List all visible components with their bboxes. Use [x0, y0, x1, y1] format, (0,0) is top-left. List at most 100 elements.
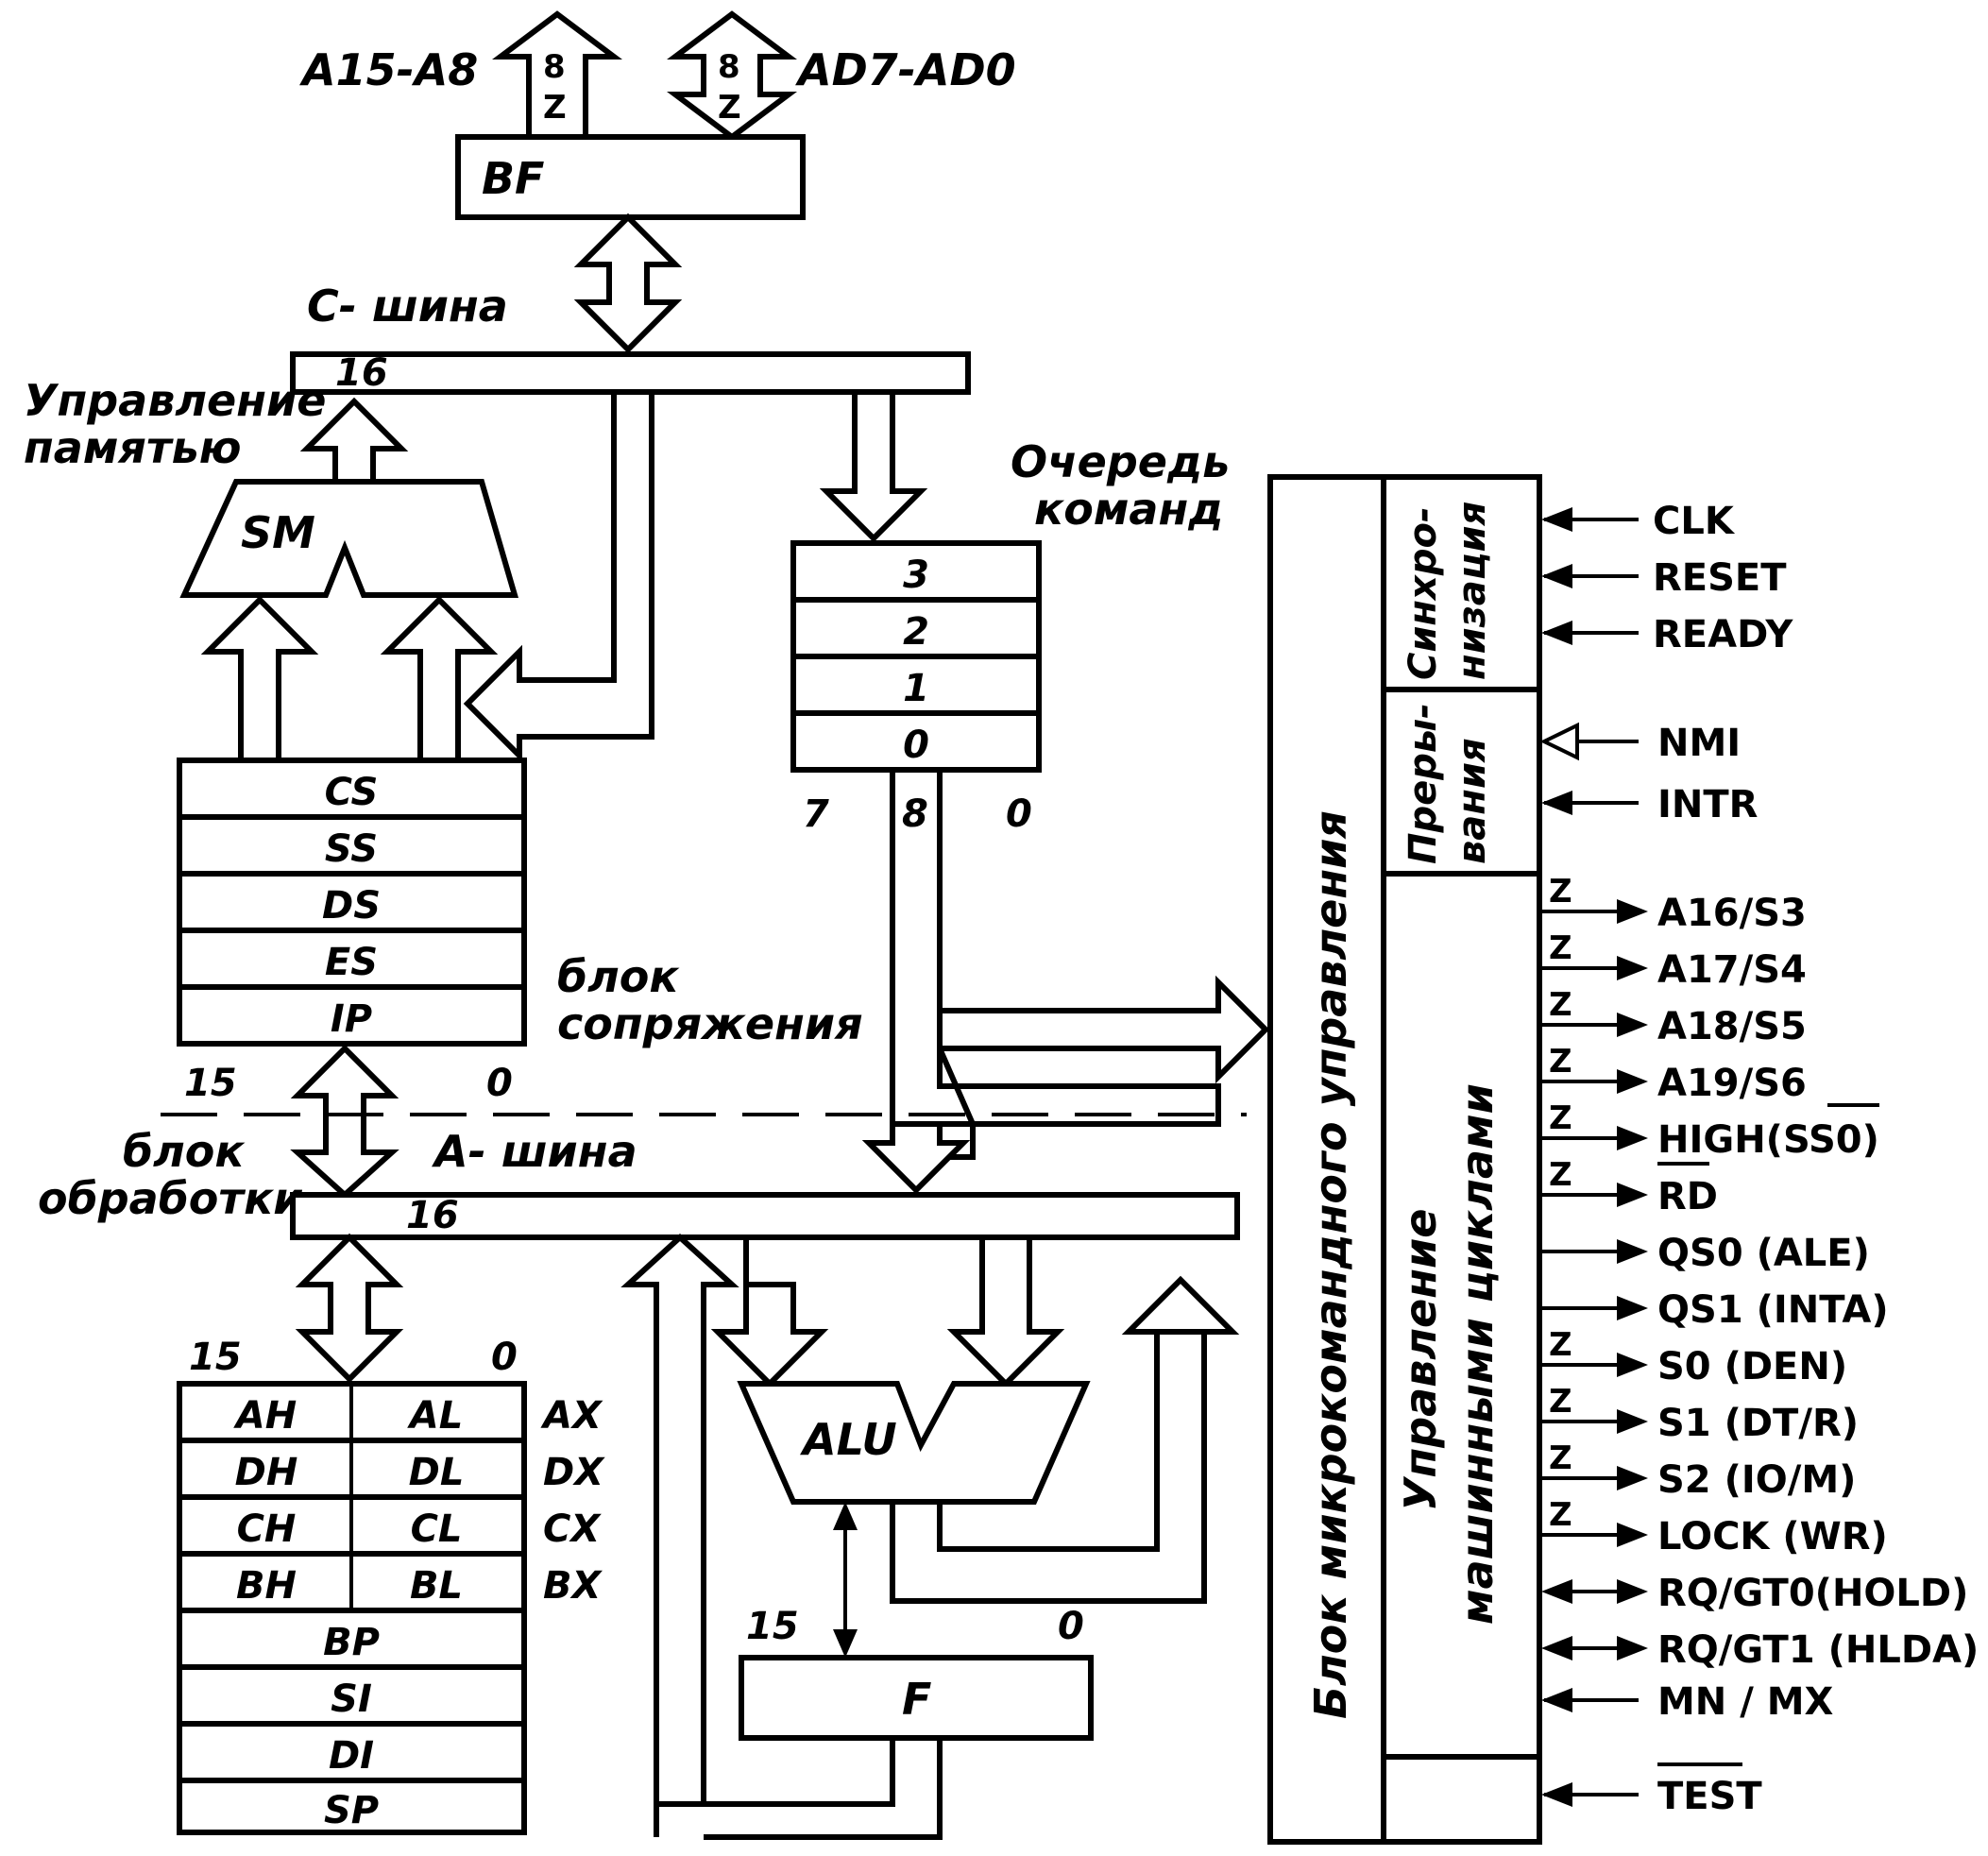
sig-nmi: NMI [1657, 722, 1741, 765]
reg-di: DI [329, 1734, 374, 1778]
reg-cs: CS [325, 771, 379, 814]
memory-control-line2: памятью [24, 422, 241, 473]
queue-to-control-arrow-2 [937, 1047, 1221, 1160]
reg-bl: BL [410, 1564, 463, 1608]
reg-dx: DX [543, 1451, 605, 1494]
reg-cl: CL [411, 1507, 463, 1551]
sync-line2: низация [1451, 502, 1494, 680]
bf-cbus-arrow [573, 213, 683, 354]
flags-register [739, 1655, 1094, 1741]
queue-line1: Очередь [1011, 436, 1230, 487]
gpr-bit-high: 15 [189, 1336, 242, 1379]
sig-a18: A18/S5 [1657, 1005, 1807, 1048]
execution-unit-line2: обработки [38, 1173, 304, 1224]
addr-low-label: AD7-AD0 [795, 44, 1016, 95]
alu-label: ALU [800, 1414, 897, 1465]
z-a17: Z [1549, 929, 1572, 967]
cbus-to-sm-arrow [463, 389, 654, 763]
input-signals: CLK RESET READY NMI INTR MN / MX TEST [1539, 500, 1834, 1818]
output-signals: Z A16/S3 Z A17/S4 Z A18/S5 Z A19/S6 Z HI… [1541, 873, 1889, 1558]
sig-reset: RESET [1653, 556, 1787, 600]
irq-line1: Преры- [1402, 703, 1445, 864]
seg-to-sm-right-arrow [380, 595, 499, 763]
interface-unit-line2: сопряжения [557, 998, 863, 1049]
bidirectional-signals: RQ/GT0(HOLD) RQ/GT1 (HLDA) [1541, 1572, 1979, 1672]
sig-test: TEST [1657, 1775, 1762, 1818]
queue-line2: команд [1034, 484, 1223, 535]
sig-rd: RD [1657, 1175, 1718, 1218]
sig-qs0: QS0 (ALE) [1657, 1232, 1870, 1275]
gpr-bit-low: 0 [491, 1336, 518, 1379]
cycles-line1: Управление [1395, 1209, 1446, 1511]
reg-al: AL [407, 1394, 463, 1438]
a-bus-width: 16 [406, 1194, 459, 1237]
irq-line2: вания [1451, 738, 1494, 864]
sig-intr: INTR [1657, 783, 1758, 826]
reg-ds: DS [322, 884, 381, 928]
cbus-to-queue-arrow [819, 389, 928, 543]
flags-loop-line-1 [704, 1738, 895, 1807]
control-unit-main-label: Блок микрокомандного управления [1305, 810, 1356, 1719]
alu-to-abus-arrow [1121, 1275, 1240, 1335]
sig-s2: S2 (IO/M) [1657, 1458, 1856, 1502]
seg-abus-arrow [290, 1044, 399, 1200]
addr-low-z: Z [718, 89, 741, 127]
flags-label: F [902, 1674, 931, 1725]
addr-high-label: A15-A8 [299, 44, 478, 95]
reg-bx: BX [543, 1564, 603, 1608]
reg-ah: AH [233, 1394, 297, 1438]
cycles-line2: машинными циклами [1452, 1083, 1503, 1625]
loop-to-abus-arrow [620, 1233, 739, 1837]
sm-to-cbus-arrow [299, 397, 409, 485]
a-bus [290, 1192, 1240, 1240]
a-bus-label: A- шина [432, 1126, 637, 1177]
control-unit-box [1267, 474, 1542, 1845]
reg-ip: IP [331, 997, 372, 1041]
z-s1: Z [1549, 1383, 1572, 1421]
sig-a19: A19/S6 [1657, 1062, 1807, 1105]
z-high: Z [1549, 1099, 1572, 1137]
addr-low-width: 8 [718, 48, 740, 86]
memory-control-line1: Управление [24, 375, 326, 426]
z-lock: Z [1549, 1496, 1572, 1534]
reg-sp: SP [324, 1789, 379, 1832]
z-a19: Z [1549, 1043, 1572, 1081]
queue-bit-low: 0 [1006, 792, 1032, 836]
alu-result-line-2 [890, 1332, 1207, 1604]
sig-clk: CLK [1653, 500, 1736, 543]
queue-slot-3: 3 [903, 553, 929, 597]
reg-bp: BP [323, 1621, 380, 1664]
abus-to-alu-right-arrow [946, 1234, 1065, 1388]
alu-result-line-1 [937, 1332, 1160, 1552]
seg-bit-low: 0 [486, 1062, 513, 1105]
sig-rqgt1: RQ/GT1 (HLDA) [1657, 1628, 1979, 1672]
reg-si: SI [331, 1677, 372, 1721]
instruction-queue: 3 2 1 0 7 8 0 [790, 540, 1042, 836]
flags-loop-line-2 [704, 1738, 943, 1840]
z-s0: Z [1549, 1326, 1572, 1364]
addr-high-bus: 8 Z A15-A8 [299, 10, 622, 140]
sig-high: HIGH(SS0) [1657, 1118, 1879, 1162]
general-registers: 15 0 AH AL AX DH DL DX CH CL CX BH BL BX… [177, 1336, 605, 1835]
addr-low-arrow [667, 10, 797, 141]
sig-ready: READY [1653, 613, 1793, 656]
queue-slot-2: 2 [903, 610, 929, 654]
segment-registers: CS SS DS ES IP 15 0 [177, 758, 527, 1105]
sig-rqgt0: RQ/GT0(HOLD) [1657, 1572, 1968, 1615]
flags-bit-high: 15 [746, 1605, 799, 1648]
seg-to-sm-left-arrow [200, 595, 319, 763]
addr-high-width: 8 [543, 48, 566, 86]
control-unit: Блок микрокомандного управления Синхро- … [1267, 474, 1542, 1845]
sig-a17: A17/S4 [1657, 948, 1807, 992]
reg-cx: CX [543, 1507, 602, 1551]
seg-bit-high: 15 [184, 1062, 237, 1105]
sig-lock: LOCK (WR) [1657, 1515, 1888, 1558]
reg-dh: DH [235, 1451, 298, 1494]
flags-bit-low: 0 [1058, 1605, 1084, 1648]
addr-low-bus: 8 Z AD7-AD0 [667, 10, 1016, 141]
reg-ss: SS [325, 827, 378, 871]
bf-label: BF [482, 153, 544, 204]
queue-bit-width: 8 [902, 792, 928, 836]
sig-s1: S1 (DT/R) [1657, 1402, 1859, 1445]
queue-to-abus-arrow [861, 1121, 971, 1195]
